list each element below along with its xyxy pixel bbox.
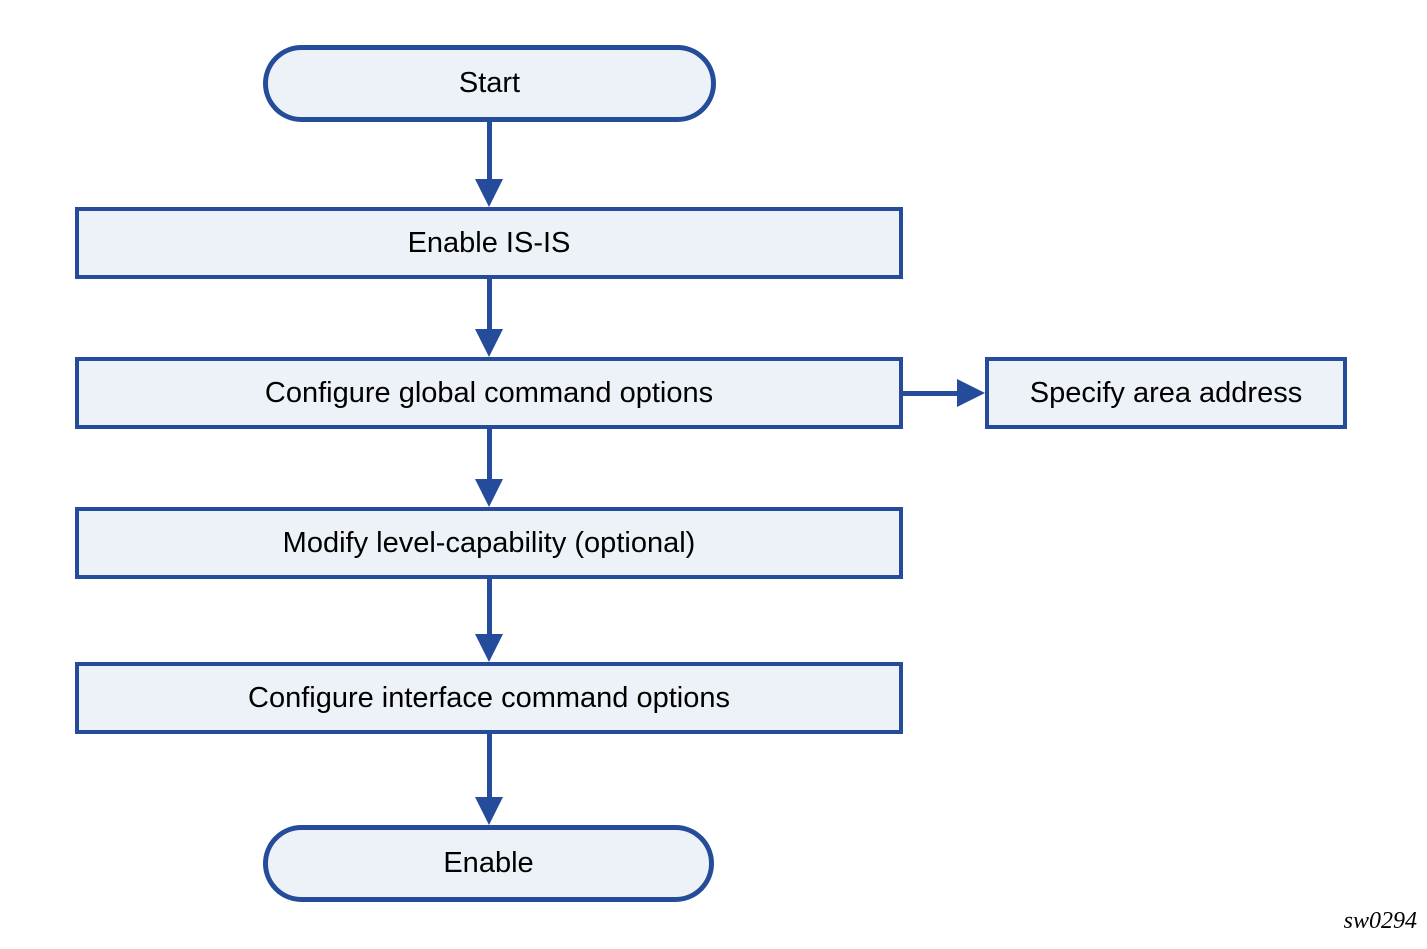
node-modify-level-label: Modify level-capability (optional) [282,526,696,559]
node-specify-area-label: Specify area address [1029,376,1303,409]
figure-id-label: sw0294 [1343,908,1417,934]
node-enable-isis-label: Enable IS-IS [407,226,571,259]
arrow-line [486,579,492,634]
node-enable-label: Enable [443,847,534,879]
node-start-label: Start [458,67,521,99]
arrowhead-right-icon [957,379,985,407]
node-modify-level: Modify level-capability (optional) [75,507,903,579]
node-enable-isis: Enable IS-IS [75,207,903,279]
arrowhead-down-icon [475,329,503,357]
arrow-line [486,279,492,329]
node-specify-area: Specify area address [985,357,1347,429]
arrowhead-down-icon [475,634,503,662]
arrow-configure-interface-to-enable [475,734,503,825]
arrowhead-down-icon [475,479,503,507]
node-start: Start [263,45,716,122]
node-configure-global-label: Configure global command options [264,376,714,409]
arrow-enable-isis-to-configure-global [475,279,503,357]
arrow-line [486,122,492,179]
arrow-line [903,390,957,396]
arrow-modify-level-to-configure-interface [475,579,503,662]
node-configure-global: Configure global command options [75,357,903,429]
node-configure-interface: Configure interface command options [75,662,903,734]
arrow-configure-global-to-modify-level [475,429,503,507]
arrowhead-down-icon [475,179,503,207]
node-configure-interface-label: Configure interface command options [248,681,730,714]
arrow-start-to-enable-isis [475,122,503,207]
arrowhead-down-icon [475,797,503,825]
arrow-line [486,734,492,797]
node-enable: Enable [263,825,714,902]
arrow-line [486,429,492,479]
arrow-configure-global-to-specify-area [903,379,985,407]
